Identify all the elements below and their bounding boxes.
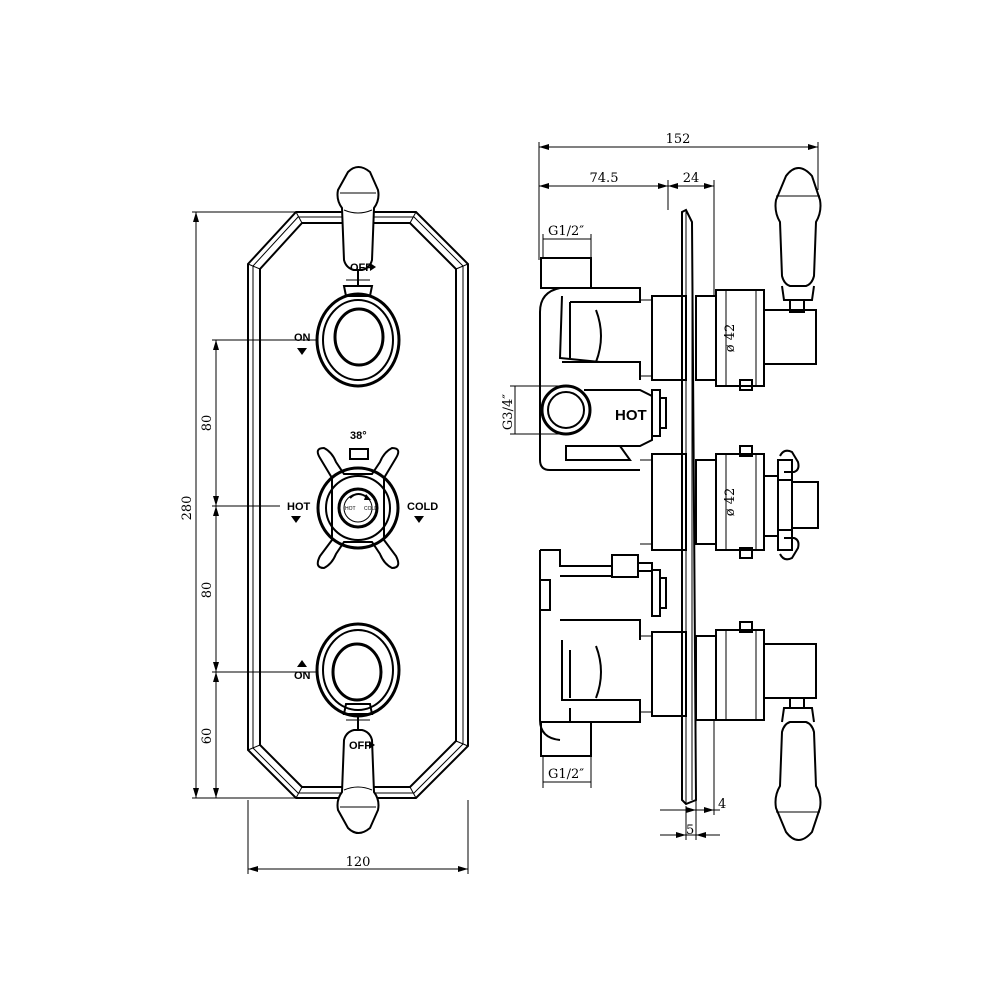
outlet-dimension	[510, 385, 566, 435]
hot-label: HOT	[287, 501, 311, 513]
front-view: OFF ON 38° HOT COLD HOT COLD	[180, 166, 469, 874]
valve-body	[539, 257, 687, 757]
top-handle-off-label: OFF	[350, 262, 372, 274]
front-dimensions	[192, 211, 469, 874]
bottom-shroud	[695, 621, 765, 721]
bottom-on-up-arrow-icon	[297, 660, 307, 667]
hot-down-arrow-icon	[291, 516, 301, 523]
dim-gap: 5	[686, 823, 694, 838]
dim-bottom-offset: 60	[200, 728, 215, 745]
dim-width: 120	[346, 855, 371, 870]
top-lever-side	[763, 167, 822, 365]
dim-total-depth: 152	[666, 132, 691, 147]
side-top-dimensions	[538, 142, 819, 296]
faceplate-middle	[252, 216, 464, 794]
top-off-arrow-icon	[370, 263, 376, 271]
cold-down-arrow-icon	[414, 516, 424, 523]
cold-label: COLD	[407, 501, 438, 513]
side-bottom-dimensions	[660, 720, 720, 840]
cross-handle-side	[763, 449, 819, 561]
temperature-label: 38°	[350, 430, 367, 442]
top-on-down-arrow-icon	[297, 348, 307, 355]
middle-shroud-diameter: ø 42	[723, 488, 738, 517]
top-lever-handle	[336, 166, 380, 297]
bottom-valve-ring	[315, 622, 401, 718]
dim-plate-thickness: 4	[718, 797, 726, 812]
bottom-off-arrow-icon	[369, 741, 375, 749]
top-on-label: ON	[294, 332, 311, 344]
side-view: 152 74.5 24 G1/2″	[501, 132, 822, 841]
dial-cold-text: COLD	[364, 506, 378, 512]
bottom-lever-side	[763, 643, 822, 841]
bottom-inlet-label: G1/2″	[548, 767, 584, 782]
bottom-on-label: ON	[294, 670, 311, 682]
dim-overall-height: 280	[180, 496, 195, 521]
top-shroud-diameter: ø 42	[723, 324, 738, 353]
outlet-label: G3/4″	[501, 394, 516, 430]
top-inlet-label: G1/2″	[548, 224, 584, 239]
bottom-lever-handle	[336, 703, 380, 834]
thermostatic-cross-handle: HOT COLD	[316, 446, 400, 570]
bottom-handle-off-label: OFF	[349, 740, 371, 752]
top-valve-ring	[315, 292, 401, 388]
dim-body-depth: 74.5	[590, 171, 619, 186]
dial-hot-text: HOT	[345, 506, 356, 512]
dim-plate-to-shroud: 24	[683, 171, 700, 186]
side-hot-label: HOT	[615, 407, 647, 424]
dim-upper-spacing: 80	[200, 415, 215, 432]
faceplate-profile	[681, 208, 698, 806]
bottom-inlet-dimension	[542, 756, 592, 788]
top-inlet-dimension	[542, 234, 592, 258]
dim-lower-spacing: 80	[200, 582, 215, 599]
